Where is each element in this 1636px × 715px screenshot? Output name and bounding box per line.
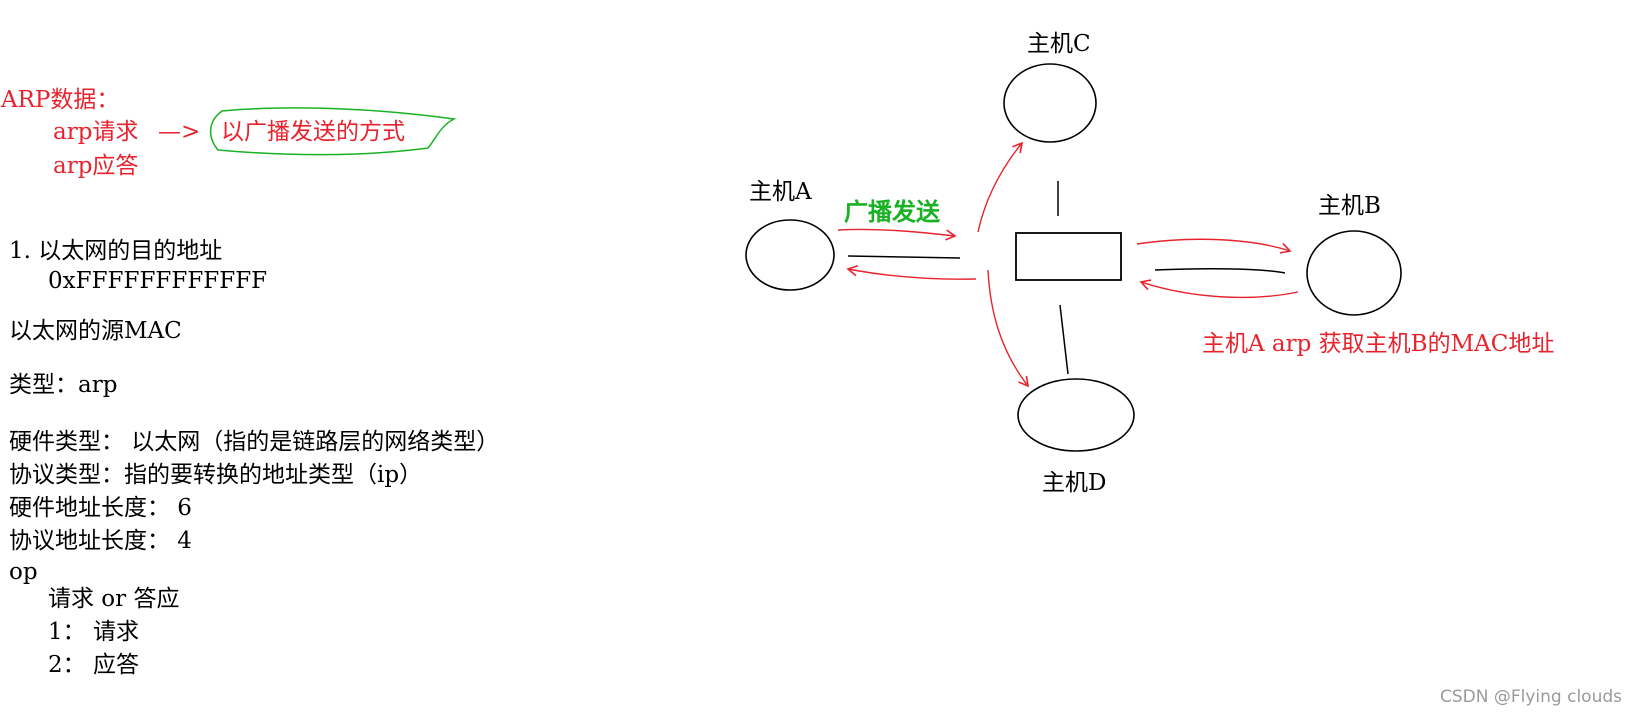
ethernet-src-mac: 以太网的源MAC xyxy=(9,318,182,344)
host-d-label: 主机D xyxy=(1042,470,1107,496)
arp-reply-label: arp应答 xyxy=(53,153,139,179)
broadcast-note: 以广播发送的方式 xyxy=(221,119,405,145)
link-switch-d xyxy=(1059,304,1069,375)
hardware-type-field: 硬件类型： 以太网（指的是链路层的网络类型） xyxy=(9,429,500,455)
link-switch-b xyxy=(1154,268,1286,274)
arrow-right-icon: —> xyxy=(158,119,201,145)
ethernet-dest-heading: 1. 以太网的目的地址 xyxy=(9,238,223,264)
host-a-label: 主机A xyxy=(749,179,812,205)
host-a-node xyxy=(745,219,835,291)
broadcast-arrow-to-switch xyxy=(837,228,957,241)
host-b-node xyxy=(1306,230,1402,316)
host-b-label: 主机B xyxy=(1318,193,1381,219)
arp-request-label: arp请求 xyxy=(53,119,139,145)
op-reply-code: 2： 应答 xyxy=(48,652,139,678)
broadcast-arrow-to-host-c xyxy=(977,141,1024,233)
host-c-label: 主机C xyxy=(1027,31,1091,57)
host-d-node xyxy=(1017,378,1135,452)
switch-box xyxy=(1015,232,1122,281)
protocol-type-field: 协议类型：指的要转换的地址类型（ip） xyxy=(9,462,423,488)
arp-title: ARP数据： xyxy=(1,87,120,113)
host-c-node xyxy=(1003,63,1097,143)
reply-arrow-from-host-b xyxy=(1139,279,1299,299)
broadcast-arrow-to-host-d xyxy=(987,269,1030,388)
reply-arrow-to-host-a xyxy=(846,264,977,280)
op-field: op xyxy=(9,559,38,585)
type-field: 类型：arp xyxy=(9,372,118,398)
broadcast-arrow-to-host-b xyxy=(1136,238,1292,254)
op-description: 请求 or 答应 xyxy=(48,586,180,612)
broadcast-note-outline xyxy=(209,107,457,156)
protocol-length-field: 协议地址长度： 4 xyxy=(9,528,192,554)
broadcast-label: 广播发送 xyxy=(844,197,940,226)
watermark: CSDN @Flying clouds xyxy=(1439,687,1622,707)
link-a-switch xyxy=(847,255,961,259)
ethernet-dest-value: 0xFFFFFFFFFFFF xyxy=(48,268,268,294)
op-request-code: 1： 请求 xyxy=(48,619,139,645)
hardware-length-field: 硬件地址长度： 6 xyxy=(9,495,192,521)
diagram-caption: 主机A arp 获取主机B的MAC地址 xyxy=(1202,331,1555,357)
